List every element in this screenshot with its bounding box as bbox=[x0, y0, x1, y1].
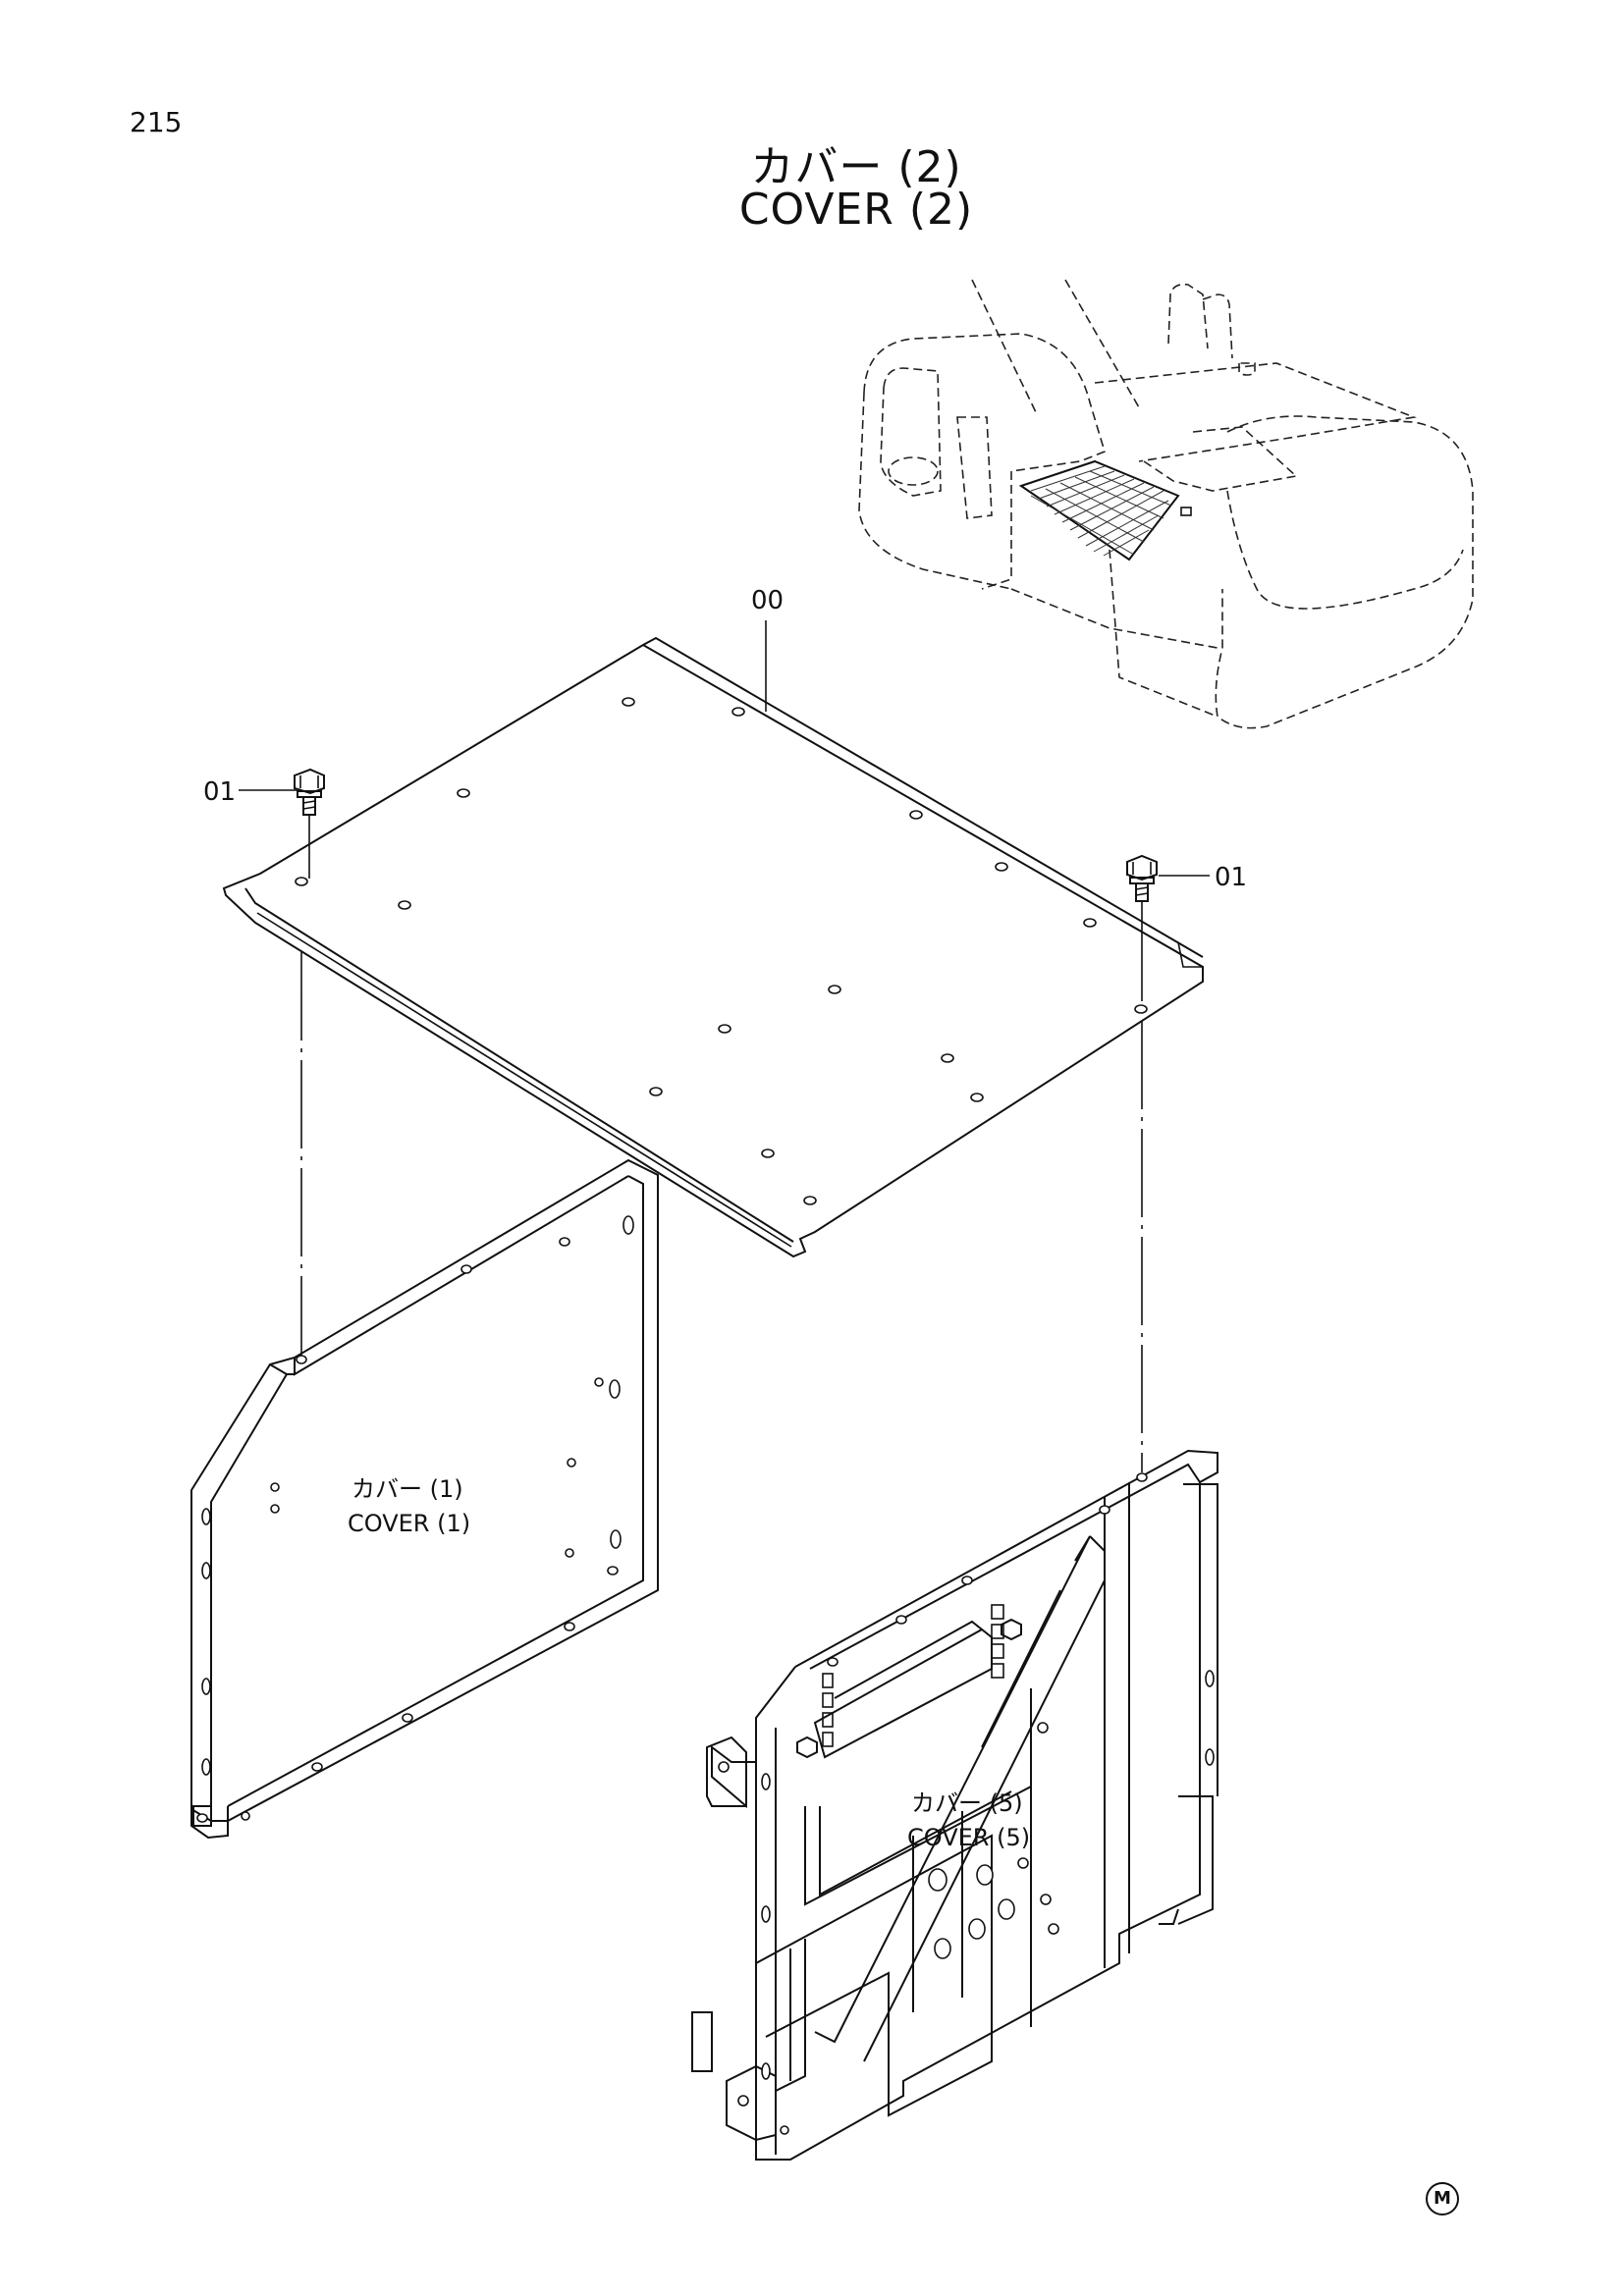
cover-5-holes bbox=[761, 1472, 1215, 2135]
callout-01-left: 01 bbox=[203, 777, 236, 807]
bolt-right-icon bbox=[1126, 854, 1158, 1001]
cover-1-holes bbox=[201, 1215, 634, 1821]
cover-5-label-english: COVER (5) bbox=[907, 1824, 1030, 1851]
cover-5-label-japanese: カバー (5) bbox=[911, 1789, 1023, 1817]
page-title-japanese: カバー (2) bbox=[750, 142, 962, 192]
page-number: 215 bbox=[130, 106, 183, 138]
callout-00: 00 bbox=[751, 586, 784, 615]
callout-01-right: 01 bbox=[1215, 863, 1247, 892]
plate-holes bbox=[295, 697, 1148, 1205]
cover-5-frame bbox=[691, 1449, 1218, 2161]
cover-1-frame bbox=[190, 1158, 659, 1840]
page-title-english: COVER (2) bbox=[738, 185, 974, 235]
cover-2-plate bbox=[222, 636, 1204, 1258]
bolt-left-icon bbox=[294, 768, 325, 879]
cover-5-bolt-icon bbox=[796, 1618, 1022, 1759]
cover-1-label-english: COVER (1) bbox=[348, 1510, 470, 1537]
cover-1-label-japanese: カバー (1) bbox=[352, 1475, 463, 1503]
excavator-location-view bbox=[858, 279, 1474, 729]
footer-mark: M bbox=[1426, 2182, 1459, 2216]
